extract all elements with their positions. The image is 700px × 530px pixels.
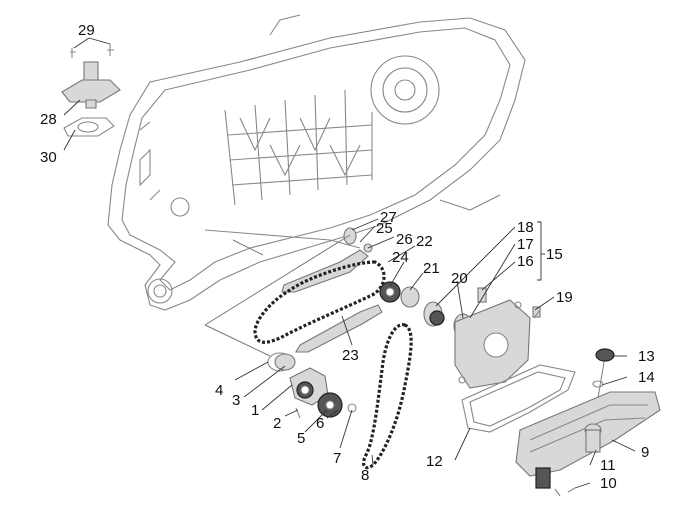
leader-lines (63, 37, 636, 489)
drive-chain-lower (361, 323, 413, 470)
dipstick (592, 348, 615, 399)
callout-6: 6 (316, 415, 324, 432)
callout-23: 23 (342, 347, 359, 364)
callout-27: 27 (380, 209, 397, 226)
callout-19: 19 (556, 289, 573, 306)
callout-1: 1 (251, 402, 259, 419)
callout-25: 25 (376, 220, 393, 237)
oil-pump-cover-assembly (61, 44, 121, 137)
callout-22: 22 (416, 233, 433, 250)
callout-13: 13 (638, 348, 655, 365)
callout-18: 18 (517, 219, 534, 236)
callout-10: 10 (600, 475, 617, 492)
oil-pump (267, 352, 329, 406)
callout-11: 11 (600, 457, 616, 474)
callout-29: 29 (78, 22, 95, 39)
callout-2: 2 (273, 415, 281, 432)
oil-sump (515, 391, 661, 489)
callout-5: 5 (297, 430, 305, 447)
callout-26: 26 (396, 231, 413, 248)
callout-24: 24 (392, 249, 409, 266)
callout-7: 7 (333, 450, 341, 467)
callout-12: 12 (426, 453, 443, 470)
callout-15: 15 (546, 246, 563, 263)
callout-9: 9 (641, 444, 649, 461)
callout-4: 4 (215, 382, 223, 399)
callout-28: 28 (40, 111, 57, 128)
callout-17: 17 (517, 236, 534, 253)
bolts (533, 309, 576, 497)
pump-cover-plate (454, 287, 541, 389)
crankcase-housing (107, 14, 526, 311)
callout-21: 21 (423, 260, 440, 277)
callout-14: 14 (638, 369, 655, 386)
callout-3: 3 (232, 392, 240, 409)
callout-8: 8 (361, 467, 369, 484)
callout-labels: 29 28 30 27 25 26 22 24 21 18 17 16 15 2… (40, 22, 655, 492)
gasket (461, 364, 576, 433)
callout-30: 30 (40, 149, 57, 166)
callout-16: 16 (517, 253, 534, 270)
drive-chain-upper (253, 260, 386, 344)
callout-20: 20 (451, 270, 468, 287)
